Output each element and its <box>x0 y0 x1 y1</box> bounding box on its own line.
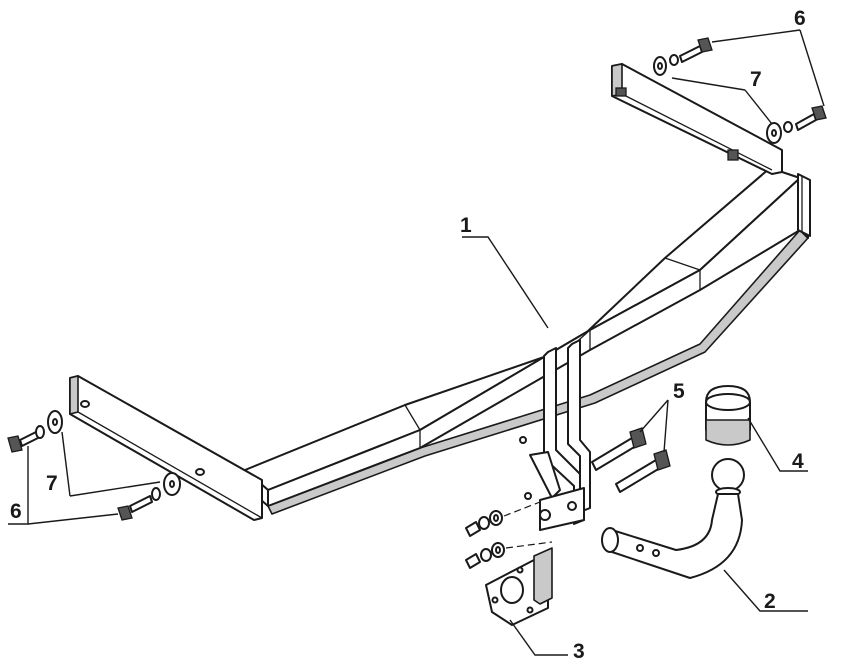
callout-4: 4 <box>792 450 804 473</box>
callout-1: 1 <box>460 214 472 237</box>
callout-2: 2 <box>764 590 776 613</box>
leader-lines <box>8 29 825 656</box>
callout-labels: 1 2 3 4 5 6 6 7 7 <box>10 7 806 662</box>
callout-5: 5 <box>673 380 685 403</box>
callout-3: 3 <box>573 640 585 662</box>
callout-7-left: 7 <box>46 472 58 495</box>
callout-6-left: 6 <box>10 500 22 523</box>
long-bolts <box>591 427 671 493</box>
center-nuts-washers <box>465 501 553 569</box>
top-right-fixings <box>653 37 827 144</box>
ball-mount-bracket <box>519 339 591 531</box>
left-side-bracket <box>69 375 263 521</box>
tow-ball-neck <box>601 458 745 579</box>
callout-6-top: 6 <box>794 7 806 30</box>
left-fixings <box>7 410 181 521</box>
callout-7-top: 7 <box>750 68 762 91</box>
right-side-bracket <box>611 63 783 175</box>
socket-plate <box>485 547 553 626</box>
ball-cover <box>705 385 751 446</box>
